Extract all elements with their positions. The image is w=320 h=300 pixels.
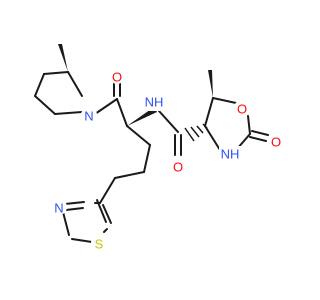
bond <box>251 130 269 136</box>
hashed-bond <box>184 123 208 142</box>
ring-oxygen-atom: O <box>237 102 247 117</box>
bond <box>34 95 56 115</box>
oxygen-atom: O <box>173 160 183 175</box>
ring-nh: NH <box>221 147 240 162</box>
bond <box>143 144 151 173</box>
bond <box>65 207 84 211</box>
bond <box>64 201 85 205</box>
bond <box>158 110 179 133</box>
bond <box>71 238 93 243</box>
bond <box>102 204 112 224</box>
bond <box>62 211 70 236</box>
bond <box>43 71 69 75</box>
oxygen-atom: O <box>271 135 281 150</box>
bond <box>99 177 116 204</box>
molecule-structure: O N NH O O O NH N S <box>34 44 284 252</box>
bond <box>247 115 251 135</box>
bond <box>67 71 83 97</box>
stereo-wedges <box>58 44 213 142</box>
bond <box>212 97 237 104</box>
bond <box>249 136 267 142</box>
wedge-bond <box>127 107 157 126</box>
bond <box>34 73 45 97</box>
bond <box>103 228 108 233</box>
bond <box>94 98 118 115</box>
nitrogen-atom: N <box>84 109 93 124</box>
amide-nh: NH <box>145 95 164 110</box>
bond <box>204 125 221 151</box>
bond <box>126 125 151 146</box>
atom-labels: O N NH O O O NH N S <box>51 68 284 252</box>
bond <box>116 98 128 127</box>
bond <box>114 171 145 179</box>
wedge-bond <box>58 44 68 72</box>
oxygen-atom: O <box>112 70 122 85</box>
wedge-bond <box>208 70 213 98</box>
thiazole-nitrogen-atom: N <box>54 201 63 216</box>
thiazole-sulfur-atom: S <box>95 237 104 252</box>
bond <box>54 111 83 115</box>
bond <box>204 97 214 127</box>
bonds <box>34 71 269 243</box>
